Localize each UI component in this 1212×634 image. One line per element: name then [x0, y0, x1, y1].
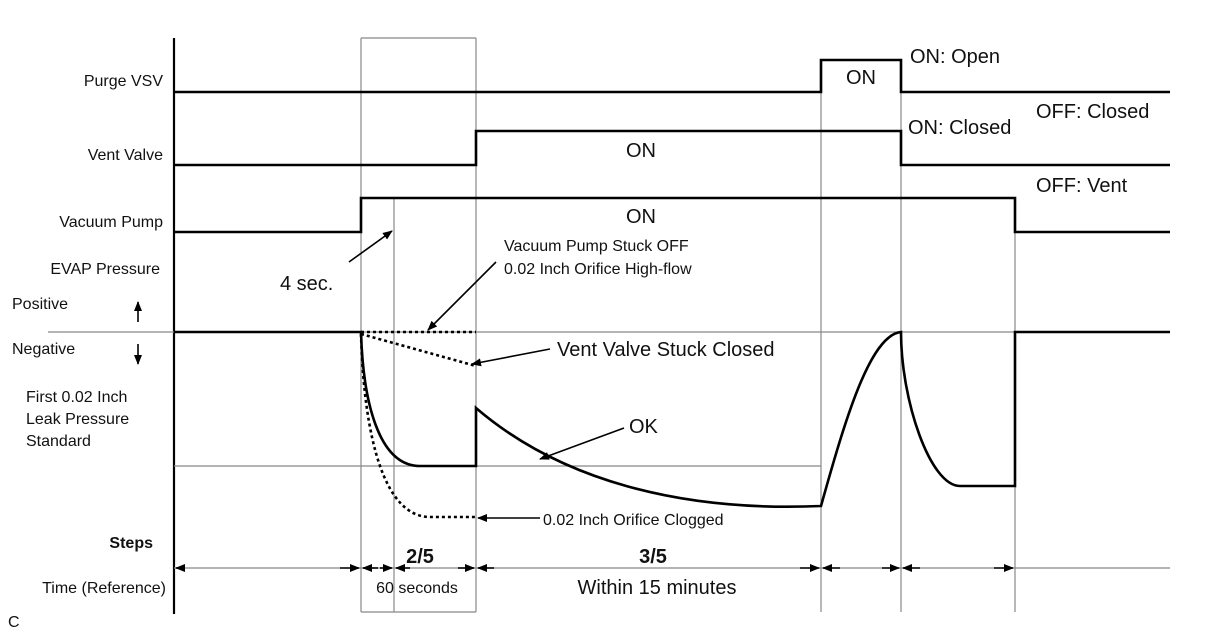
pump-on-box-label: ON — [626, 206, 656, 228]
label-vacuum-pump: Vacuum Pump — [59, 214, 163, 231]
vent-stuck-label: Vent Valve Stuck Closed — [557, 339, 775, 361]
label-leak-standard-3: Standard — [26, 433, 91, 450]
stuck-off-arrow — [427, 261, 497, 331]
label-evap-pressure: EVAP Pressure — [50, 261, 160, 278]
sixty-seconds-label: 60 seconds — [376, 580, 458, 597]
stuck-off-label-2: 0.02 Inch Orifice High-flow — [504, 261, 692, 278]
evap-pressure-ok-curve — [174, 330, 1170, 508]
label-steps: Steps — [109, 535, 153, 552]
step-3-label: 3/5 — [639, 546, 667, 568]
label-purge-vsv: Purge VSV — [84, 73, 163, 90]
vacuum-pump-signal — [174, 196, 1170, 234]
ok-label: OK — [629, 416, 659, 438]
stuck-off-label-1: Vacuum Pump Stuck OFF — [504, 238, 689, 255]
label-leak-standard-1: First 0.02 Inch — [26, 389, 127, 406]
clogged-label: 0.02 Inch Orifice Clogged — [543, 512, 724, 529]
vent-stuck-dashed-line — [360, 332, 477, 368]
within-15-minutes-label: Within 15 minutes — [578, 577, 737, 599]
vent-off-desc: OFF: Closed — [1036, 101, 1149, 123]
vent-stuck-arrow — [471, 348, 551, 367]
label-positive: Positive — [12, 296, 68, 313]
label-time-reference: Time (Reference) — [42, 580, 166, 597]
step-2-label: 2/5 — [406, 546, 434, 568]
purge-on-box-label: ON — [846, 67, 876, 89]
four-sec-arrow — [348, 230, 393, 263]
four-sec-label: 4 sec. — [280, 273, 333, 295]
vent-valve-signal — [174, 129, 1170, 167]
vent-on-desc: ON: Closed — [908, 117, 1011, 139]
label-negative: Negative — [12, 341, 75, 358]
corner-label: C — [8, 614, 20, 631]
label-vent-valve: Vent Valve — [88, 147, 163, 164]
ok-arrow — [539, 427, 625, 460]
vent-on-box-label: ON — [626, 140, 656, 162]
label-leak-standard-2: Leak Pressure — [26, 411, 129, 428]
purge-vsv-signal — [174, 58, 1170, 94]
pump-off-desc: OFF: Vent — [1036, 175, 1128, 197]
orifice-clogged-dashed-curve — [359, 333, 476, 519]
purge-on-desc: ON: Open — [910, 46, 1000, 68]
